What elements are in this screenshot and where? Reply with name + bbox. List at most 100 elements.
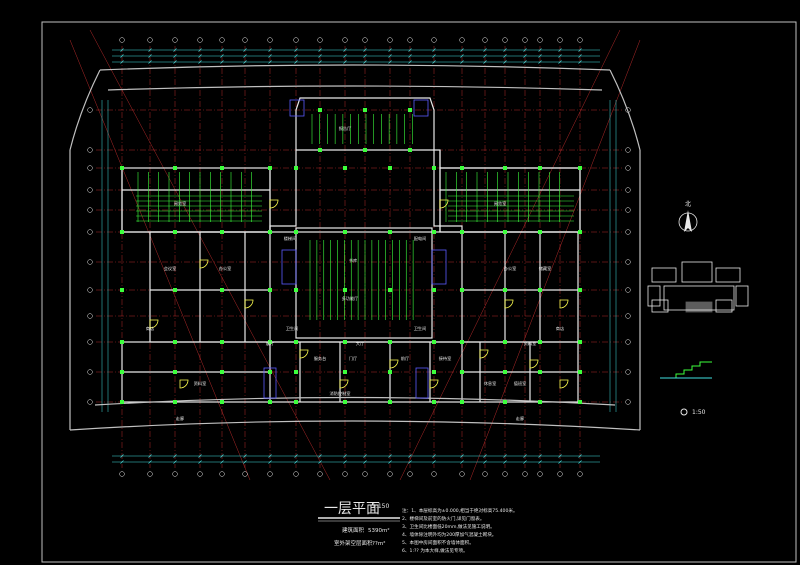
column <box>388 400 392 404</box>
axis-bubble <box>87 207 93 213</box>
room-label: 门厅 <box>349 355 357 362</box>
dimension-tick <box>318 48 322 52</box>
door-swing <box>439 199 449 209</box>
column <box>343 400 347 404</box>
dimension-tick <box>523 54 527 58</box>
dimension-tick <box>243 48 247 52</box>
dimension-tick <box>148 54 152 58</box>
dimension-tick <box>120 54 124 58</box>
axis-bubble <box>197 37 203 43</box>
stair-hatch <box>263 99 447 399</box>
axis-bubble <box>625 229 631 235</box>
axis-bubble <box>625 369 631 375</box>
note-1: 注：1、本层标高为±0.000,相当于绝对标高75.400米。 <box>402 507 518 514</box>
column <box>538 166 542 170</box>
door-swing <box>479 349 489 359</box>
axis-bubble <box>387 37 393 43</box>
dimension-tick <box>558 454 562 458</box>
title-block: 一层平面 1:150 建筑面积 5390m² 室外架空层面积 ??m² <box>318 501 400 547</box>
dimension-tick <box>318 54 322 58</box>
room-label: 大厅 <box>356 340 364 347</box>
axis-bubble <box>407 37 413 43</box>
column <box>173 400 177 404</box>
axis-bubble <box>459 471 465 477</box>
axis-bubble <box>147 37 153 43</box>
dimension-tick <box>388 460 392 464</box>
column <box>388 166 392 170</box>
dimension-tick <box>388 60 392 64</box>
dimension-tick <box>432 48 436 52</box>
column <box>220 370 224 374</box>
axis-bubble <box>577 471 583 477</box>
note-3: 3、卫生间比楼面低20mm,做法见施工说明。 <box>402 523 495 530</box>
column <box>432 340 436 344</box>
dimension-tick <box>148 454 152 458</box>
dimension-tick <box>268 60 272 64</box>
dimension-tick <box>343 454 347 458</box>
structural-columns <box>120 108 582 404</box>
column <box>120 370 124 374</box>
axis-bubble <box>197 471 203 477</box>
dimension-tick <box>408 454 412 458</box>
column <box>173 166 177 170</box>
dimension-tick <box>198 60 202 64</box>
drawing-notes: 注：1、本层标高为±0.000,相当于绝对标高75.400米。 2、楼梯间及前室… <box>402 507 518 554</box>
dimension-tick <box>578 54 582 58</box>
dimension-tick <box>343 60 347 64</box>
dimension-tick <box>578 454 582 458</box>
note-5: 5、本图中房间面积不含墙体面积。 <box>402 539 474 546</box>
dimension-tick <box>363 460 367 464</box>
key-plan <box>647 261 749 313</box>
dimension-tick <box>408 54 412 58</box>
room-label: 走廊 <box>176 415 184 422</box>
axis-bubble <box>87 107 93 113</box>
column <box>268 370 272 374</box>
dimension-tick <box>268 460 272 464</box>
axis-bubble <box>482 471 488 477</box>
door-swing <box>529 359 539 369</box>
room-label: 展厅 <box>266 341 274 347</box>
column <box>120 166 124 170</box>
axis-bubble <box>172 37 178 43</box>
axis-bubble <box>625 259 631 265</box>
dimension-tick <box>388 454 392 458</box>
column <box>432 288 436 292</box>
room-label: 书库 <box>349 257 357 264</box>
room-label: 资料室 <box>524 340 537 347</box>
room-label: 资料室 <box>194 380 207 387</box>
column <box>343 340 347 344</box>
axis-bubble <box>87 165 93 171</box>
column <box>220 400 224 404</box>
axis-bubble <box>625 339 631 345</box>
room-label: 储藏室 <box>539 265 552 272</box>
door-swing <box>559 299 569 309</box>
north-arrow-icon: 北 <box>678 200 698 232</box>
dimension-tick <box>558 54 562 58</box>
column <box>343 166 347 170</box>
axis-bubble <box>87 339 93 345</box>
column <box>173 340 177 344</box>
column <box>460 340 464 344</box>
column <box>460 166 464 170</box>
dimension-tick <box>503 454 507 458</box>
dimension-tick <box>243 460 247 464</box>
axis-bubble <box>147 471 153 477</box>
column <box>173 288 177 292</box>
door-swing <box>244 299 254 309</box>
column <box>538 400 542 404</box>
axis-bubble <box>557 37 563 43</box>
axis-line <box>69 39 251 481</box>
dimension-tick <box>148 60 152 64</box>
axis-line <box>89 29 331 481</box>
dimension-tick <box>343 460 347 464</box>
column <box>120 340 124 344</box>
area-other-value: ??m² <box>372 540 385 547</box>
dimension-tick <box>148 460 152 464</box>
axis-bubble <box>557 471 563 477</box>
dimension-tick <box>578 60 582 64</box>
column <box>503 230 507 234</box>
room-label: 值班室 <box>514 380 527 387</box>
door-swing <box>199 259 209 269</box>
dimension-tick <box>408 48 412 52</box>
